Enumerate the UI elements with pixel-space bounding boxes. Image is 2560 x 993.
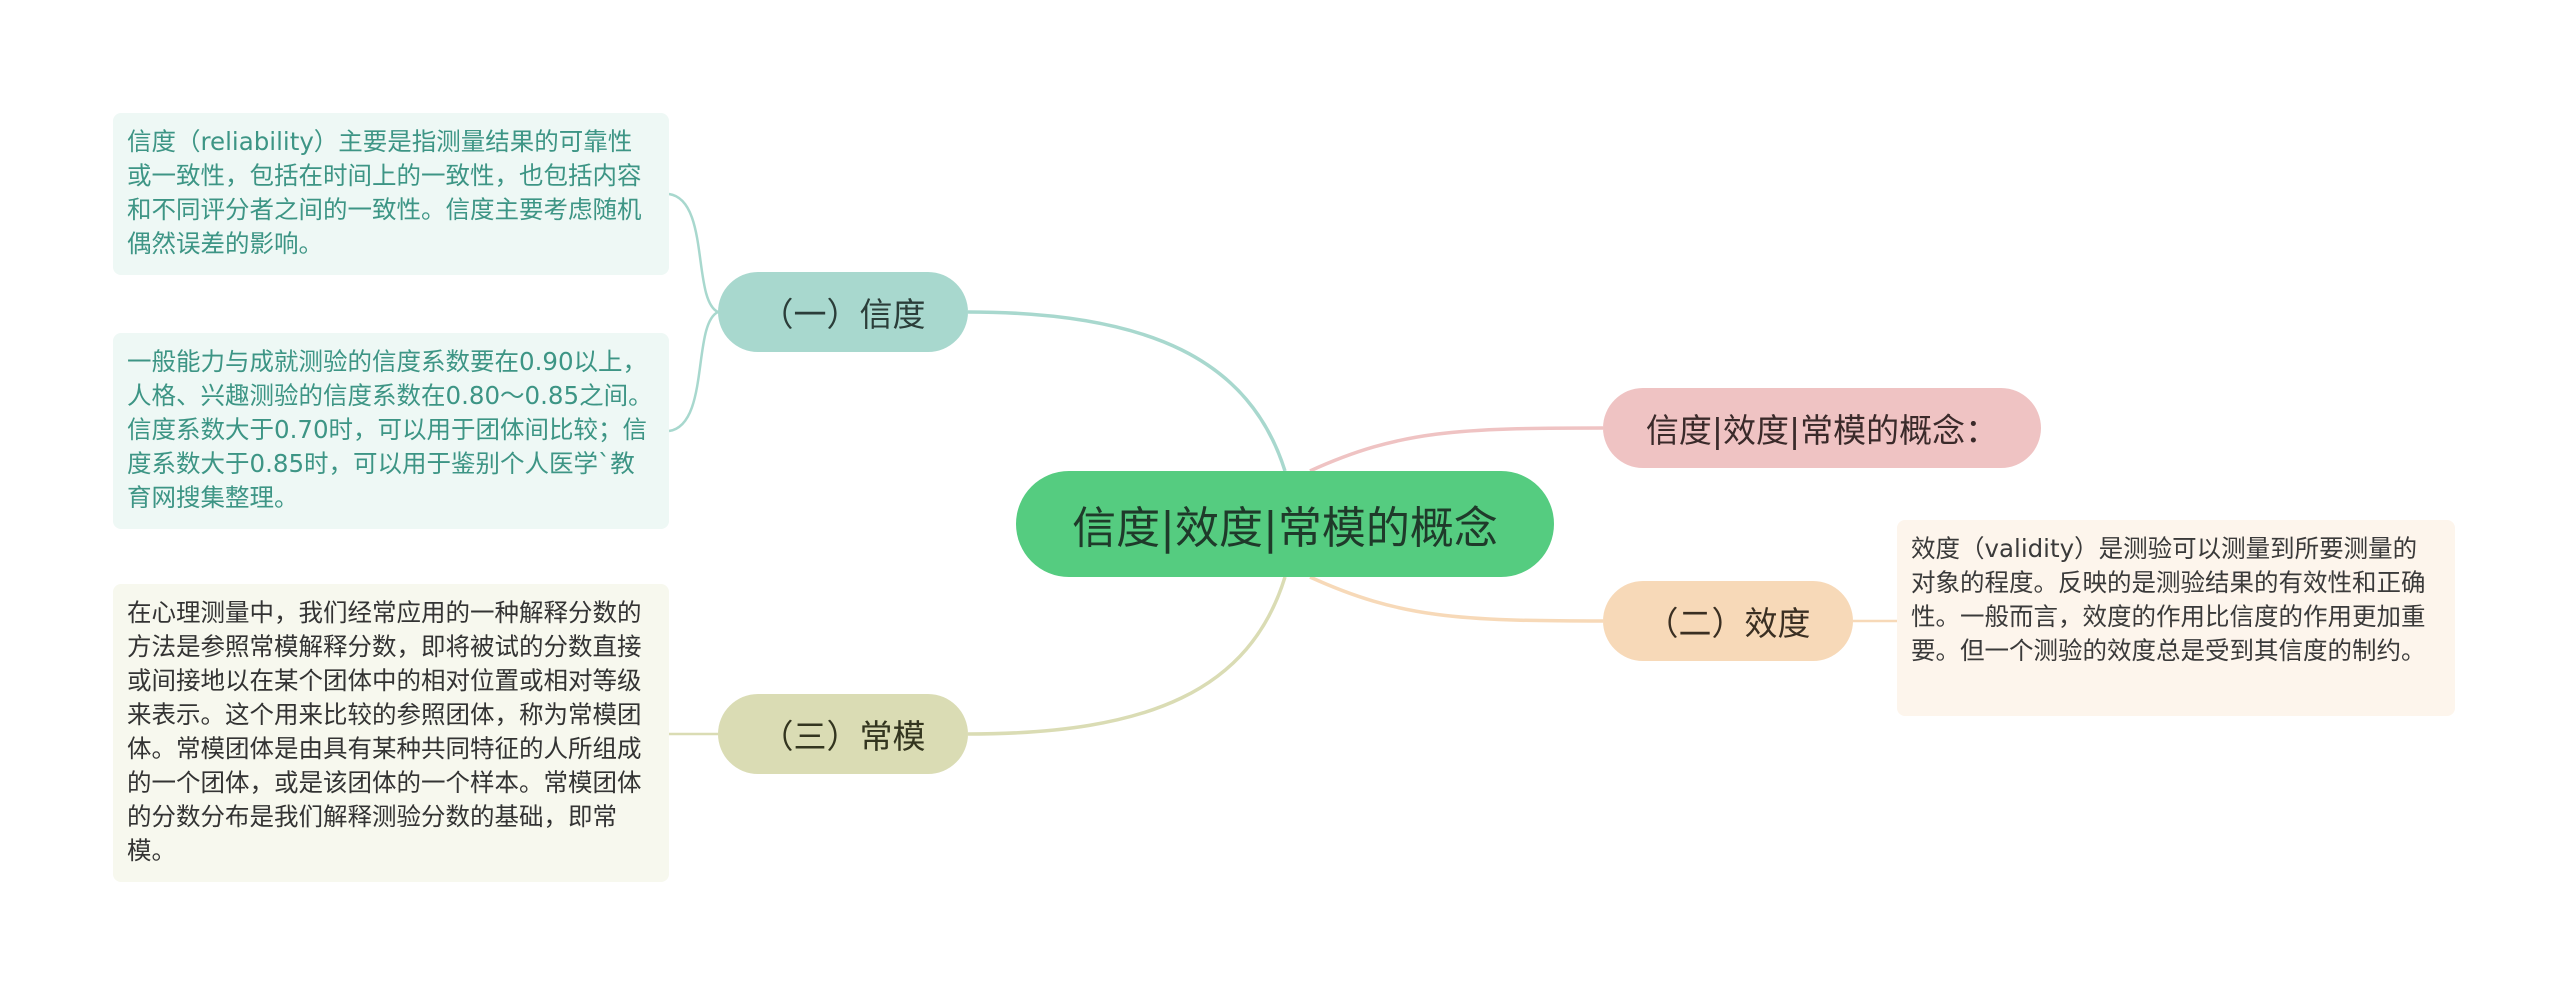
note-norm[interactable]: 在心理测量中，我们经常应用的一种解释分数的方法是参照常模解释分数，即将被试的分数…	[113, 584, 669, 882]
link-root-concept	[1309, 426, 1604, 473]
branch-validity[interactable]: （二）效度	[1603, 581, 1853, 661]
note-validity[interactable]: 效度（validity）是测验可以测量到所要测量的对象的程度。反映的是测验结果的…	[1897, 520, 2455, 716]
branch-concept[interactable]: 信度|效度|常模的概念：	[1603, 388, 2041, 468]
note-reliability-coefficients[interactable]: 一般能力与成就测验的信度系数要在0.90以上，人格、兴趣测验的信度系数在0.80…	[113, 333, 669, 529]
branch-norm[interactable]: （三）常模	[718, 694, 968, 774]
bracket-reliability-notes	[668, 192, 721, 433]
link-root-validity	[1309, 575, 1604, 623]
link-root-reliability	[967, 310, 1287, 472]
note-reliability-definition[interactable]: 信度（reliability）主要是指测量结果的可靠性或一致性，包括在时间上的一…	[113, 113, 669, 275]
branch-reliability[interactable]: （一）信度	[718, 272, 968, 352]
link-root-norm	[967, 576, 1287, 736]
root-topic[interactable]: 信度|效度|常模的概念	[1016, 471, 1554, 577]
